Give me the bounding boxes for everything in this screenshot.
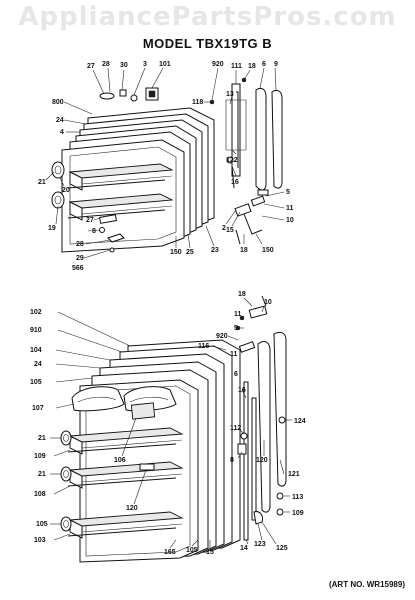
- callout-15: 15: [226, 227, 234, 234]
- callout-10: 10: [286, 217, 294, 224]
- callout-16: 16: [231, 179, 239, 186]
- freezer-door-assembly: 27 28 30 3 101 920 118 111 18 6 9 800 24…: [38, 61, 294, 272]
- callout-11-b: 11: [230, 351, 238, 358]
- callout-30: 30: [120, 62, 128, 69]
- callout-105-c: 105: [186, 547, 198, 554]
- callout-123: 123: [254, 541, 266, 548]
- callout-105-top: 105: [30, 379, 42, 386]
- callout-27: 27: [87, 63, 95, 70]
- callout-120: 120: [256, 457, 268, 464]
- callout-21: 21: [38, 179, 46, 186]
- freezer-top-hardware: [99, 87, 159, 102]
- callout-3: 3: [143, 61, 147, 68]
- watermark: AppliancePartsPros.com: [18, 2, 397, 32]
- callout-8: 8: [230, 457, 234, 464]
- callout-18-bottom: 18: [240, 247, 248, 254]
- fresh-food-door-assembly: 18 10 11 5 102 910 920 116 104 24 105 10…: [30, 291, 306, 563]
- callout-8: 8: [92, 228, 96, 235]
- callout-29: 29: [76, 255, 84, 262]
- callout-116: 116: [198, 343, 209, 350]
- callout-109-a: 109: [34, 453, 46, 460]
- fresh-food-gaskets: [235, 295, 287, 541]
- callout-111: 111: [231, 63, 242, 70]
- callout-25: 25: [186, 249, 194, 256]
- callout-122: 122: [226, 157, 238, 164]
- callout-19: 19: [48, 225, 56, 232]
- callout-15: 15: [206, 549, 214, 556]
- callout-107: 107: [32, 405, 44, 412]
- callout-4: 4: [60, 129, 64, 136]
- freezer-callouts: 27 28 30 3 101 920 118 111 18 6 9 800 24…: [38, 61, 294, 272]
- callout-112: 112: [230, 425, 241, 432]
- callout-6: 6: [234, 371, 238, 378]
- callout-106: 106: [114, 457, 126, 464]
- callout-566: 566: [72, 265, 84, 272]
- callout-24: 24: [56, 117, 64, 124]
- callout-27-lower: 27: [86, 217, 94, 224]
- callout-6: 6: [262, 61, 266, 68]
- callout-5: 5: [286, 189, 290, 196]
- callout-14: 14: [240, 545, 248, 552]
- callout-109-b: 109: [292, 510, 304, 517]
- callout-9: 9: [274, 61, 278, 68]
- callout-24: 24: [34, 361, 42, 368]
- callout-102: 102: [30, 309, 42, 316]
- fresh-food-left-parts: [60, 430, 72, 532]
- callout-18: 18: [238, 291, 246, 298]
- callout-104: 104: [30, 347, 42, 354]
- callout-2: 2: [222, 225, 226, 232]
- model-title: MODEL TBX19TG B: [142, 36, 273, 51]
- freezer-door-panels: [61, 107, 215, 253]
- callout-920: 920: [212, 61, 224, 68]
- callout-20: 20: [62, 187, 70, 194]
- fresh-food-door-panels: [67, 339, 241, 563]
- callout-28: 28: [102, 61, 110, 68]
- freezer-left-parts: [51, 161, 125, 253]
- art-number: (ART NO. WR15989): [328, 580, 405, 589]
- callout-113: 113: [292, 494, 303, 501]
- callout-18-top: 18: [248, 63, 256, 70]
- freezer-leader-lines: [45, 67, 285, 259]
- callout-120-mid: 120: [126, 505, 138, 512]
- callout-105-bottom: 105: [36, 521, 48, 528]
- callout-11: 11: [234, 311, 242, 318]
- callout-150-right: 150: [262, 247, 274, 254]
- callout-920: 920: [216, 333, 228, 340]
- freezer-door-gaskets: [209, 77, 283, 245]
- callout-121: 121: [288, 471, 300, 478]
- callout-101: 101: [159, 61, 171, 68]
- callout-21-b: 21: [38, 471, 46, 478]
- callout-28-lower: 28: [76, 241, 84, 248]
- callout-124: 124: [294, 418, 306, 425]
- callout-23: 23: [211, 247, 219, 254]
- callout-103: 103: [34, 537, 46, 544]
- callout-118: 118: [192, 99, 203, 106]
- callout-108: 108: [34, 491, 46, 498]
- callout-910: 910: [30, 327, 42, 334]
- callout-10: 10: [264, 299, 272, 306]
- callout-165: 165: [164, 549, 176, 556]
- callout-125: 125: [276, 545, 288, 552]
- callout-5: 5: [234, 325, 238, 332]
- callout-16: 16: [238, 387, 246, 394]
- callout-800: 800: [52, 99, 64, 106]
- callout-13: 13: [226, 91, 234, 98]
- callout-21-a: 21: [38, 435, 46, 442]
- fresh-food-leader-lines: [50, 297, 292, 549]
- callout-150: 150: [170, 249, 182, 256]
- callout-11: 11: [286, 205, 294, 212]
- fresh-food-callouts: 18 10 11 5 102 910 920 116 104 24 105 10…: [30, 291, 306, 556]
